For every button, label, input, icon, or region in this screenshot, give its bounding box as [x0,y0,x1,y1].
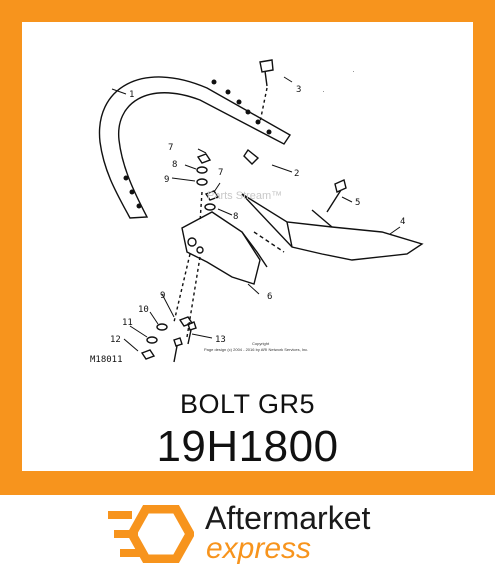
copyright-line-1: Copyright [252,341,270,346]
callout-12: 12 [110,335,121,345]
clamp [181,211,261,285]
product-card: · · Parts Stream™ 1 2 3 4 5 6 7 8 9 7 8 9… [22,22,473,471]
callout-7: 7 [168,143,173,153]
callout-8b: 8 [233,212,238,222]
callout-1: 1 [129,90,134,100]
part-number: 19H1800 [156,422,339,471]
watermark: Parts Stream™ [207,190,282,202]
brand-name: Aftermarket [205,500,371,536]
callout-3: 3 [296,85,301,95]
sweep-blade [241,193,424,261]
callout-6: 6 [267,292,272,302]
svg-text:·: · [322,86,325,96]
callout-10: 10 [138,305,149,315]
part-name: BOLT GR5 [179,389,316,419]
callout-7b: 7 [218,168,223,178]
callout-2: 2 [294,169,299,179]
callout-11: 11 [122,318,133,328]
callout-5: 5 [355,198,360,208]
callout-8: 8 [172,160,177,170]
brand-tagline: express [206,532,312,565]
callout-13: 13 [215,335,226,345]
callout-4: 4 [400,217,405,227]
hexagon-speed-icon [108,505,194,563]
figure-id: M18011 [90,355,123,365]
callout-9: 9 [164,175,169,185]
spring-shank [98,76,292,219]
callout-9b: 9 [160,291,165,301]
copyright-line-2: Page design (c) 2004 - 2016 by ARI Netwo… [204,347,308,352]
svg-text:·: · [352,66,355,76]
parts-diagram: · · Parts Stream™ 1 2 3 4 5 6 7 8 9 7 8 9… [90,59,424,365]
footer [0,495,495,575]
